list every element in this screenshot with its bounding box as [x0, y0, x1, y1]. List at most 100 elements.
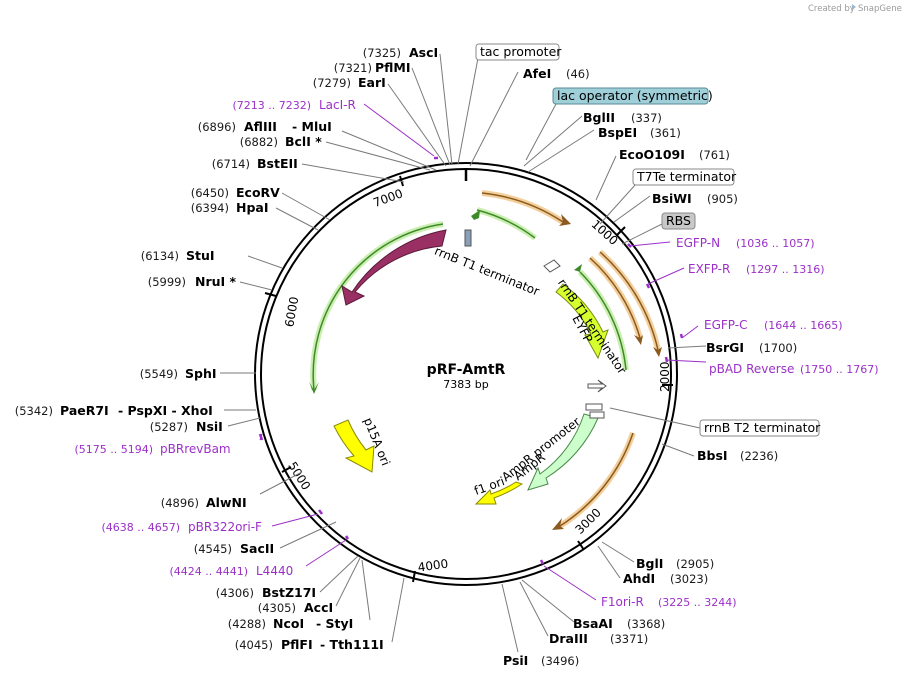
primer-name-f1ori-r[interactable]: F1ori-R [601, 595, 644, 609]
ampr-feature-arrow [527, 413, 599, 491]
enzyme-num-bsaai: (3368) [627, 617, 665, 631]
enzyme-num-nsii: (5287) [150, 420, 188, 434]
enzyme-name-bgli[interactable]: BglI [636, 556, 663, 571]
enzyme-name-pfimi[interactable]: PflMI [375, 60, 411, 75]
enzyme-name-ecoo109i[interactable]: EcoO109I [619, 147, 685, 162]
enzyme-name-hpai[interactable]: HpaI [236, 200, 269, 215]
enzyme-num-bsiwi: (905) [707, 192, 738, 206]
enzyme-name-stui[interactable]: StuI [186, 248, 215, 263]
enzyme-name-ahdi[interactable]: AhdI [623, 571, 655, 586]
t7te-terminator-label: T7Te terminator [636, 169, 737, 184]
enzyme-name-styi[interactable]: - StyI [316, 616, 353, 631]
enzyme-num-afliii: (6896) [198, 120, 236, 134]
enzyme-name-bstz17i[interactable]: BstZ17I [262, 585, 316, 600]
enzyme-num-sacii: (4545) [194, 542, 232, 556]
rbs-box[interactable]: RBS [661, 212, 696, 230]
enzyme-num-bglii: (337) [631, 111, 662, 125]
snapgene-logo-icon [852, 4, 856, 10]
enzyme-name-afei[interactable]: AfeI [523, 66, 551, 81]
enzyme-name-nrui[interactable]: NruI * [195, 274, 237, 289]
small-feature-glyphs [464, 229, 607, 419]
enzyme-name-sphi[interactable]: SphI [185, 366, 217, 381]
enzyme-name-bbsi[interactable]: BbsI [697, 448, 728, 463]
enzyme-name-eari[interactable]: EarI [358, 75, 386, 90]
enzyme-name-bsrgi[interactable]: BsrGI [706, 340, 744, 355]
tick-label-2000: 2000 [658, 361, 672, 392]
t7te-terminator-box[interactable]: T7Te terminator [632, 168, 737, 186]
credit-text: Created by [808, 4, 855, 14]
enzyme-name-bglii[interactable]: BglII [583, 110, 615, 125]
enzyme-num-paer7i: (5342) [15, 404, 53, 418]
primer-range-exfp-r: (1297 .. 1316) [746, 263, 825, 276]
enzyme-name-ncoi[interactable]: NcoI [273, 616, 304, 631]
primer-name-egfp-n[interactable]: EGFP-N [676, 236, 720, 250]
primer-name-pbr322ori-f[interactable]: pBR322ori-F [188, 520, 262, 534]
primer-name-l4440[interactable]: L4440 [256, 564, 293, 578]
primer-range-pbrrevbam: (5175 .. 5194) [74, 443, 153, 456]
enzyme-num-pflfi: (4045) [235, 638, 273, 652]
enzyme-name-asci[interactable]: AscI [409, 45, 438, 60]
enzyme-num-draiii: (3371) [610, 632, 648, 646]
primer-range-l4440: (4424 .. 4441) [169, 565, 248, 578]
primer-range-f1ori-r: (3225 .. 3244) [658, 596, 737, 609]
rrnb-t2-terminator-box[interactable]: rrnB T2 terminator [699, 419, 821, 437]
p15a-ori-feature-arrow [333, 419, 375, 473]
primer-name-egfp-c[interactable]: EGFP-C [704, 318, 747, 332]
primer-name-pbad-reverse[interactable]: pBAD Reverse [709, 362, 794, 376]
enzyme-num-bsrgi: (1700) [759, 341, 797, 355]
enzyme-name-bcli[interactable]: BclI * [285, 134, 322, 149]
enzyme-name-paer7i[interactable]: PaeR7I [60, 403, 109, 418]
laci-feature-arrow [341, 229, 447, 306]
enzyme-num-hpai: (6394) [191, 201, 229, 215]
enzyme-num-sphi: (5549) [140, 367, 178, 381]
primer-name-laci-r[interactable]: LacI-R [319, 98, 356, 112]
enzyme-name-ecorv[interactable]: EcoRV [236, 185, 280, 200]
backbone-outer-ring [254, 162, 678, 586]
enzyme-name-bsteii[interactable]: BstEII [257, 156, 298, 171]
enzyme-num-pfimi: (7321) [334, 61, 372, 75]
enzyme-name-tth111i[interactable]: - Tth111I [320, 637, 384, 652]
rrnb-t1-terminator-label-a: rrnB T1 terminator [433, 244, 542, 299]
primer-range-pbad-reverse: (1750 .. 1767) [800, 363, 879, 376]
feature-leaders [457, 57, 701, 429]
enzyme-num-acci: (4305) [258, 601, 296, 615]
primer-leaders [259, 103, 707, 601]
enzyme-leaders-left [220, 53, 453, 643]
enzyme-name-bsaai[interactable]: BsaAI [573, 616, 613, 631]
rbs-label: RBS [666, 213, 691, 228]
enzyme-name-bsiwi[interactable]: BsiWI [652, 191, 692, 206]
primer-ticks [258, 156, 684, 565]
enzyme-name-alwni[interactable]: AlwNI [206, 495, 247, 510]
tick-label-4000: 4000 [417, 557, 449, 575]
enzyme-name-pspxi-xhoi[interactable]: - PspXI - XhoI [118, 403, 213, 418]
enzyme-num-afei: (46) [566, 67, 590, 81]
credit-brand: SnapGene [858, 4, 902, 14]
enzyme-num-bstz17i: (4306) [216, 586, 254, 600]
enzyme-name-psii[interactable]: PsiI [503, 653, 528, 668]
enzyme-name-mlui[interactable]: - MluI [292, 119, 332, 134]
lac-operator-box[interactable]: lac operator (symmetric) [552, 87, 713, 105]
enzyme-name-draiii[interactable]: DraIII [549, 631, 588, 646]
primer-name-exfp-r[interactable]: EXFP-R [688, 262, 730, 276]
enzyme-name-afliii[interactable]: AflIII [244, 119, 277, 134]
enzyme-leaders-right [469, 71, 707, 653]
enzyme-name-acci[interactable]: AccI [304, 600, 333, 615]
enzyme-name-sacii[interactable]: SacII [240, 541, 274, 556]
tick-marks [264, 175, 673, 583]
tick-label-6000: 6000 [282, 296, 301, 329]
enzyme-num-bgli: (2905) [676, 557, 714, 571]
enzyme-num-nrui: (5999) [148, 275, 186, 289]
enzyme-num-eari: (7279) [313, 76, 351, 90]
enzyme-num-bsteii: (6714) [212, 157, 250, 171]
enzyme-num-ecorv: (6450) [191, 186, 229, 200]
enzyme-name-bspei[interactable]: BspEI [598, 125, 637, 140]
plasmid-length: 7383 bp [443, 378, 488, 391]
primer-labels: (7213 .. 7232) LacI-R (5175 .. 5194) pBR… [74, 98, 878, 609]
primer-range-egfp-n: (1036 .. 1057) [736, 237, 815, 250]
primer-name-pbrrevbam[interactable]: pBRrevBam [160, 442, 231, 456]
enzyme-name-nsii[interactable]: NsiI [196, 419, 223, 434]
enzyme-name-pflfi[interactable]: PflFI [281, 637, 313, 652]
tac-promoter-box[interactable]: tac promoter [475, 43, 562, 61]
rrnb-t2-terminator-label: rrnB T2 terminator [704, 420, 821, 435]
